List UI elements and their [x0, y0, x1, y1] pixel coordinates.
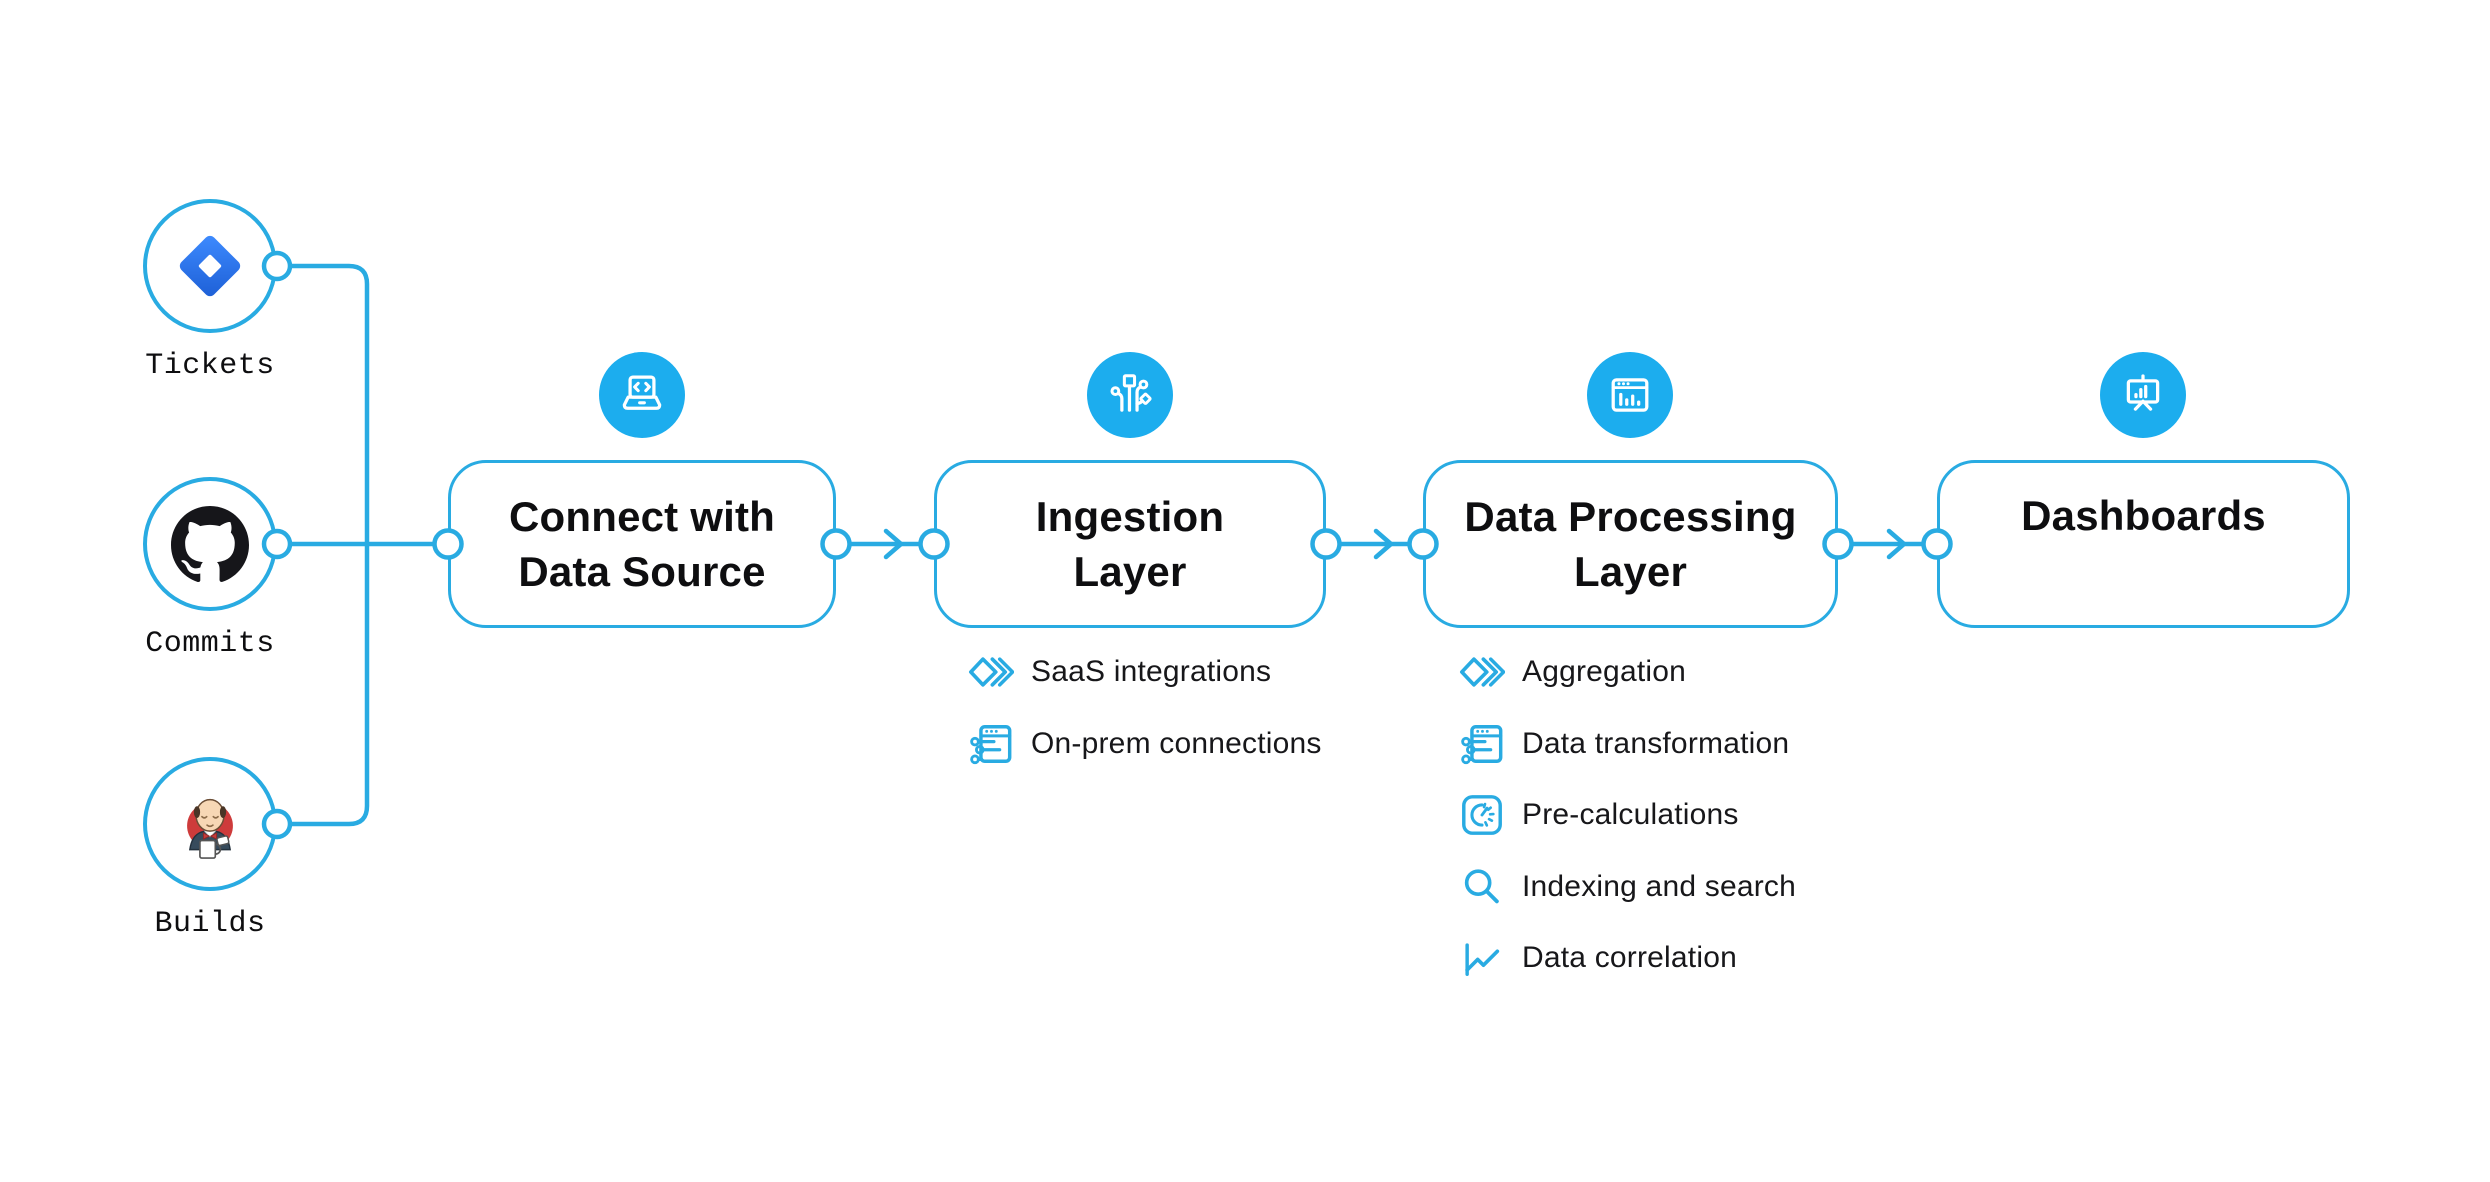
list-item: On-prem connections — [968, 721, 1322, 767]
stage-badge-processing — [1587, 352, 1673, 438]
stage-box-connect-with-data-source: Connect with Data Source — [448, 460, 836, 628]
feature-label: On-prem connections — [1031, 726, 1322, 760]
line-chart-icon — [1459, 935, 1505, 981]
list-item: Data transformation — [1459, 721, 1796, 767]
window-connections-icon — [1459, 721, 1505, 767]
stage-title: Ingestion Layer — [1035, 493, 1225, 595]
stage-badge-ingestion — [1087, 352, 1173, 438]
list-item: SaaS integrations — [968, 649, 1322, 695]
stage-box-dashboards: Dashboards — [1937, 460, 2350, 628]
list-item: Pre-calculations — [1459, 792, 1796, 838]
flow-arrow — [1848, 528, 1927, 560]
source-label-tickets: Tickets — [145, 349, 275, 383]
feature-label: Data transformation — [1522, 726, 1790, 760]
list-item: Indexing and search — [1459, 864, 1796, 910]
window-connections-icon — [968, 721, 1014, 767]
flow-arrow — [1336, 528, 1413, 560]
layers-icon — [968, 649, 1014, 695]
source-tickets — [143, 199, 277, 333]
source-commits — [143, 477, 277, 611]
list-item: Data correlation — [1459, 935, 1796, 981]
feature-label: Indexing and search — [1522, 869, 1796, 903]
github-icon — [171, 505, 249, 583]
stage-title: Connect with Data Source — [508, 493, 776, 595]
ingestion-feature-list: SaaS integrations On-prem conne — [968, 649, 1322, 792]
source-label-builds: Builds — [154, 907, 266, 941]
list-item: Aggregation — [1459, 649, 1796, 695]
stage-badge-dashboards — [2100, 352, 2186, 438]
jenkins-icon — [187, 798, 233, 859]
layers-icon — [1459, 649, 1505, 695]
source-builds — [143, 757, 277, 891]
circuit-icon — [1110, 374, 1152, 412]
presentation-chart-icon — [2126, 374, 2160, 411]
stage-badge-connect — [599, 352, 685, 438]
stage-title: Dashboards — [2021, 492, 2266, 539]
processing-feature-list: Aggregation Data transformation — [1459, 649, 1796, 1007]
feature-label: Data correlation — [1522, 941, 1737, 974]
gauge-icon — [1459, 792, 1505, 838]
stage-box-data-processing-layer: Data Processing Layer — [1423, 460, 1838, 628]
laptop-code-icon — [622, 375, 662, 410]
source-label-commits: Commits — [145, 627, 275, 661]
window-chart-icon — [1611, 378, 1649, 412]
stage-title: Data Processing Layer — [1464, 493, 1797, 595]
stage-box-ingestion-layer: Ingestion Layer — [934, 460, 1326, 628]
search-icon — [1459, 864, 1505, 910]
feature-label: SaaS integrations — [1031, 655, 1272, 688]
feature-label: Pre-calculations — [1522, 798, 1739, 831]
flow-arrow — [846, 528, 924, 560]
feature-label: Aggregation — [1522, 655, 1686, 688]
jira-icon — [179, 235, 241, 297]
